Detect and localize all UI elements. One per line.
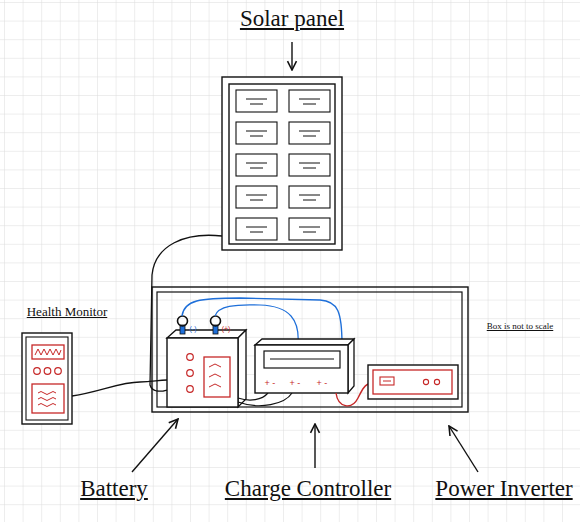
health-monitor	[22, 333, 72, 424]
part-label: Charge Controller	[225, 476, 391, 501]
wire	[72, 380, 167, 396]
part-label: Solar panel	[240, 6, 344, 31]
battery	[167, 316, 246, 407]
enclosure-box	[152, 287, 468, 412]
terminal-label: (+)	[222, 325, 231, 333]
charge-controller	[255, 339, 354, 393]
leader-arrow	[449, 426, 478, 472]
leader-arrow	[132, 419, 178, 472]
part-label: Power Inverter	[435, 476, 572, 501]
terminal-label: + -	[317, 379, 328, 389]
part-label: Battery	[80, 476, 148, 501]
enclosure-inner	[157, 292, 462, 407]
leader-arrow	[291, 42, 292, 70]
part-label: Health Monitor	[27, 305, 108, 319]
wire	[238, 393, 292, 406]
note: Box is not to scale	[487, 322, 554, 332]
terminal-label: + -	[290, 379, 301, 389]
solar-panel	[222, 77, 342, 250]
wire	[238, 393, 268, 400]
wire	[336, 384, 368, 406]
terminal-label: + -	[265, 379, 276, 389]
wire	[182, 298, 342, 345]
leader-arrow	[314, 424, 315, 468]
terminal-label: (-)	[190, 325, 197, 333]
power-inverter	[368, 365, 458, 399]
